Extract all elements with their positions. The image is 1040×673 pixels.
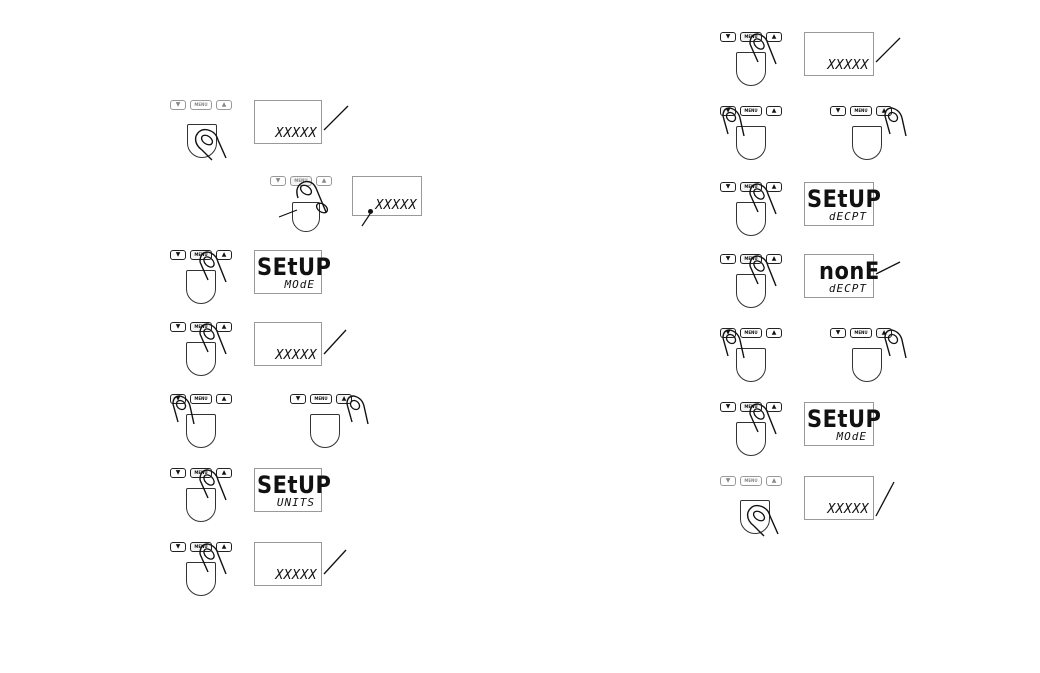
- lcd-line-2: dECPT: [829, 210, 867, 223]
- lcd-display: XXXXX: [254, 542, 322, 586]
- finger-press-icon: [196, 322, 230, 358]
- leader-line: [360, 212, 372, 228]
- step-l6: ▼ MENU ▲ SEtUP UNITS: [170, 468, 350, 516]
- step-r3: ▼ MENU ▲ SEtUP dECPT: [720, 182, 900, 230]
- lcd-display: XXXXX: [254, 322, 322, 366]
- leader-line: [278, 208, 298, 218]
- down-key[interactable]: ▼: [830, 106, 846, 116]
- finger-press-icon: [882, 106, 912, 142]
- lcd-value: XXXXX: [275, 568, 317, 583]
- leader-line: [322, 104, 352, 134]
- down-key[interactable]: ▼: [830, 328, 846, 338]
- step-l7: ▼ MENU ▲ XXXXX: [170, 542, 350, 594]
- down-key[interactable]: ▼: [170, 250, 186, 260]
- step-r1: ▼ MENU ▲ XXXXX: [720, 32, 910, 80]
- lcd-display: SEtUP MOdE: [254, 250, 322, 294]
- leader-line: [874, 36, 904, 66]
- menu-key[interactable]: MENU: [190, 100, 212, 110]
- finger-press-icon: [882, 328, 912, 364]
- lcd-line-2: MOdE: [285, 278, 316, 291]
- step-r5: ▼ MENU ▲ ▼ MENU ▲: [720, 328, 920, 380]
- menu-key[interactable]: MENU: [740, 476, 762, 486]
- down-key[interactable]: ▼: [170, 100, 186, 110]
- finger-press-icon: [292, 176, 332, 216]
- down-key[interactable]: ▼: [720, 182, 736, 192]
- menu-key[interactable]: MENU: [850, 106, 872, 116]
- finger-press-icon: [744, 502, 784, 538]
- step-r6: ▼ MENU ▲ SEtUP MOdE: [720, 402, 900, 450]
- step-l3: ▼ MENU ▲ SEtUP MOdE: [170, 250, 350, 298]
- finger-press-icon: [746, 254, 780, 290]
- lcd-line-1: nonE: [819, 257, 880, 285]
- lcd-line-1: SEtUP: [257, 471, 331, 499]
- lcd-value: XXXXX: [827, 58, 869, 73]
- up-key[interactable]: ▲: [216, 100, 232, 110]
- finger-press-icon: [746, 402, 780, 438]
- down-key[interactable]: ▼: [720, 476, 736, 486]
- keypad: ▼ MENU ▲: [170, 100, 232, 110]
- finger-press-icon: [196, 250, 230, 286]
- down-key[interactable]: ▼: [270, 176, 286, 186]
- down-key[interactable]: ▼: [290, 394, 306, 404]
- finger-press-icon: [196, 468, 230, 504]
- lcd-display: XXXXX: [254, 100, 322, 144]
- lcd-value: XXXXX: [275, 126, 317, 141]
- lcd-value: XXXXX: [275, 348, 317, 363]
- lcd-display: SEtUP MOdE: [804, 402, 874, 446]
- lcd-display: SEtUP dECPT: [804, 182, 874, 226]
- up-key[interactable]: ▲: [766, 476, 782, 486]
- step-r4: ▼ MENU ▲ nonE dECPT: [720, 254, 910, 302]
- lcd-line-1: SEtUP: [807, 185, 881, 213]
- lcd-line-2: MOdE: [837, 430, 868, 443]
- finger-press-icon: [720, 328, 750, 364]
- step-l1: ▼ MENU ▲ XXXXX: [170, 100, 350, 160]
- down-key[interactable]: ▼: [170, 542, 186, 552]
- down-key[interactable]: ▼: [170, 468, 186, 478]
- lcd-line-2: dECPT: [829, 282, 867, 295]
- leader-line: [322, 328, 350, 358]
- leader-line: [874, 258, 904, 278]
- step-l2: ▼ MENU ▲ XXXXX: [270, 176, 430, 236]
- down-key[interactable]: ▼: [720, 32, 736, 42]
- enter-key[interactable]: [852, 126, 882, 160]
- lcd-value: XXXXX: [827, 502, 869, 517]
- finger-press-icon: [196, 542, 230, 578]
- leader-line: [874, 480, 898, 520]
- down-key[interactable]: ▼: [170, 322, 186, 332]
- lcd-line-2: UNITS: [277, 496, 315, 509]
- keypad: ▼ MENU ▲: [720, 476, 782, 486]
- finger-press-icon: [170, 394, 200, 430]
- up-key[interactable]: ▲: [216, 394, 232, 404]
- finger-press-icon: [746, 32, 780, 68]
- finger-press-icon: [720, 106, 750, 142]
- lcd-display: XXXXX: [804, 476, 874, 520]
- up-key[interactable]: ▲: [766, 328, 782, 338]
- enter-key[interactable]: [852, 348, 882, 382]
- menu-key[interactable]: MENU: [310, 394, 332, 404]
- menu-key[interactable]: MENU: [850, 328, 872, 338]
- lcd-display: SEtUP UNITS: [254, 468, 322, 512]
- step-l4: ▼ MENU ▲ XXXXX: [170, 322, 350, 370]
- lcd-line-1: SEtUP: [257, 253, 331, 281]
- lcd-value: XXXXX: [375, 198, 417, 213]
- lcd-line-1: SEtUP: [807, 405, 881, 433]
- down-key[interactable]: ▼: [720, 402, 736, 412]
- finger-press-icon: [746, 182, 780, 218]
- lcd-display: XXXXX: [352, 176, 422, 216]
- lcd-display: nonE dECPT: [804, 254, 874, 298]
- leader-line: [322, 548, 350, 578]
- lcd-display: XXXXX: [804, 32, 874, 76]
- down-key[interactable]: ▼: [720, 254, 736, 264]
- step-r2: ▼ MENU ▲ ▼ MENU ▲: [720, 106, 920, 158]
- up-key[interactable]: ▲: [766, 106, 782, 116]
- step-l5: ▼ MENU ▲ ▼ MENU ▲: [170, 394, 390, 446]
- finger-press-icon: [192, 126, 232, 162]
- keypad: ▼ MENU ▲: [290, 394, 352, 404]
- finger-press-icon: [344, 394, 374, 430]
- enter-key[interactable]: [310, 414, 340, 448]
- step-r7: ▼ MENU ▲ XXXXX: [720, 476, 910, 538]
